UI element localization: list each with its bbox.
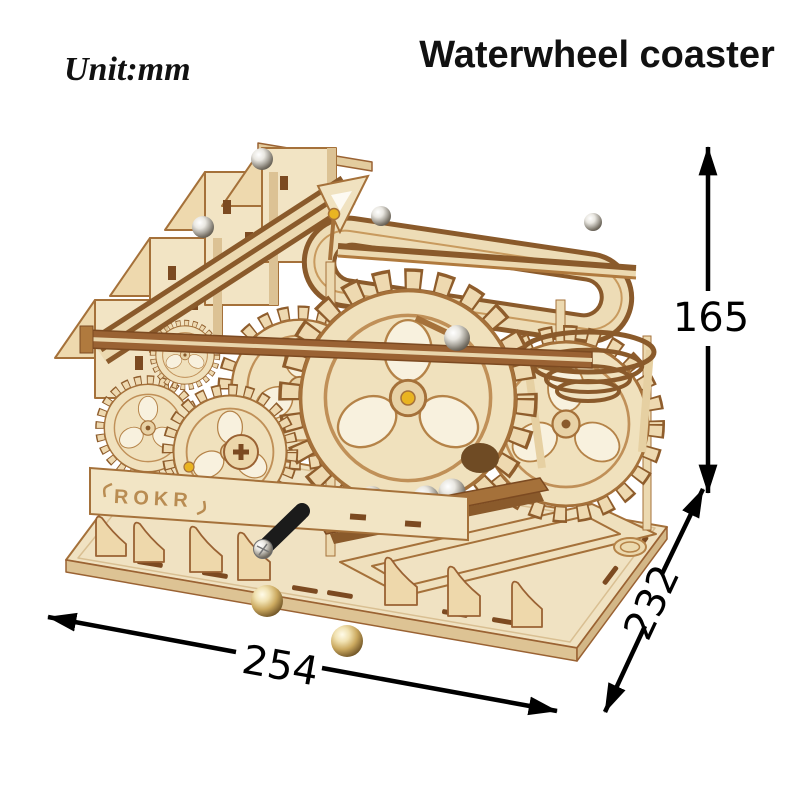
feed-rail	[79, 325, 593, 369]
page-title: Waterwheel coaster	[419, 34, 775, 76]
clutch-disc	[223, 434, 259, 470]
height-value: 165	[673, 295, 749, 341]
marble	[444, 325, 470, 351]
marble	[251, 148, 273, 170]
width-value: 254	[239, 637, 322, 696]
brass-marble	[331, 625, 363, 657]
brand-stamp	[613, 537, 647, 557]
marble	[584, 213, 602, 231]
unit-label: Unit:mm	[64, 51, 191, 88]
marble	[371, 206, 391, 226]
engraving-brackets	[102, 482, 207, 516]
base-brackets	[95, 515, 543, 628]
yellow-pin	[183, 461, 195, 473]
front-panel: ROKR	[89, 461, 469, 542]
release-flag	[316, 174, 370, 261]
height-arrow: 165	[673, 146, 749, 494]
marble-run-machine: ROKR	[54, 142, 668, 662]
gear-hole	[461, 443, 499, 473]
yellow-pin	[327, 207, 341, 221]
brass-marble	[251, 585, 283, 617]
crank-handle	[253, 503, 310, 559]
yellow-pin	[400, 390, 416, 406]
marble	[192, 216, 214, 238]
brand-engraving: ROKR	[113, 486, 193, 512]
